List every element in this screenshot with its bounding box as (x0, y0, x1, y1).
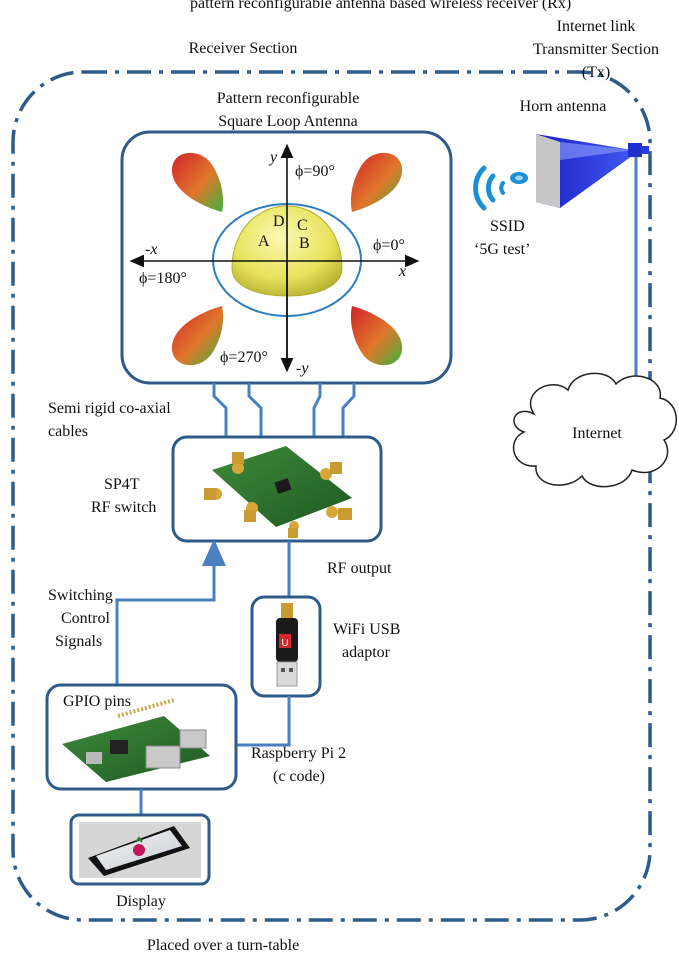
port-c-label: C (297, 217, 308, 234)
receiver-section-label: Receiver Section (189, 40, 298, 57)
phi-270-label: ϕ=270° (220, 349, 268, 366)
rf-switch-board (204, 446, 352, 538)
antenna-title-line2: Square Loop Antenna (218, 113, 358, 130)
phi-0-label: ϕ=0° (373, 237, 405, 254)
top-partial-text: pattern reconfigurable antenna based wir… (190, 0, 571, 12)
usb-badge: U (281, 638, 288, 649)
cables-label-line2: cables (48, 423, 88, 440)
display-label: Display (116, 893, 166, 910)
display-screen (79, 822, 201, 878)
axis-x-label: x (398, 263, 406, 280)
axis-y-label: y (268, 149, 278, 166)
ssid-value: ‘5G test’ (474, 241, 530, 258)
internet-label: Internet (572, 425, 622, 442)
port-a-label: A (258, 233, 270, 250)
axis-neg-y-label: -y (296, 360, 309, 377)
horn-antenna-label: Horn antenna (520, 98, 607, 115)
lobe-bottom-left (171, 306, 224, 366)
control-label-line1: Switching (48, 587, 113, 604)
control-label-line3: Signals (55, 633, 102, 650)
tx-label: (Tx) (582, 64, 610, 81)
phi-180-label: ϕ=180° (139, 270, 187, 287)
usb-label-line1: WiFi USB (333, 621, 400, 638)
switch-label-line2: RF switch (91, 499, 156, 516)
axis-neg-x-label: -x (145, 241, 157, 258)
horn-antenna-graphic (536, 134, 649, 208)
rpi-label-line1: Raspberry Pi 2 (251, 745, 346, 762)
raspberry-logo-icon (133, 844, 145, 856)
antenna-title-line1: Pattern reconfigurable (217, 90, 360, 107)
usb-dongle: U (276, 603, 298, 687)
rpi-label-line2: (c code) (273, 768, 325, 785)
lobe-top-right (350, 152, 403, 212)
port-d-label: D (273, 213, 285, 230)
internet-link-label: Internet link (557, 18, 636, 35)
radiation-lobes (171, 152, 403, 366)
internet-cloud (512, 372, 678, 488)
control-signals-arrow (115, 539, 226, 685)
phi-90-label: ϕ=90° (295, 163, 335, 180)
receiver-frame (11, 70, 652, 922)
ssid-label: SSID (490, 218, 525, 235)
rf-output-label: RF output (327, 560, 392, 577)
control-label-line2: Control (61, 610, 110, 627)
transmitter-section-label: Transmitter Section (533, 41, 659, 58)
lobe-bottom-right (350, 306, 403, 366)
lobe-top-left (171, 152, 224, 212)
turntable-label: Placed over a turn-table (147, 937, 299, 954)
usb-rpi-line (236, 696, 291, 747)
gpio-label: GPIO pins (63, 693, 131, 710)
cables-label-line1: Semi rigid co-axial (48, 400, 171, 417)
usb-label-line2: adaptor (342, 644, 391, 661)
switch-label-line1: SP4T (104, 476, 140, 493)
raspberry-pi-board (62, 698, 210, 782)
coaxial-cables (212, 383, 356, 437)
port-b-label: B (299, 235, 310, 252)
wifi-signal-icon (473, 165, 528, 211)
